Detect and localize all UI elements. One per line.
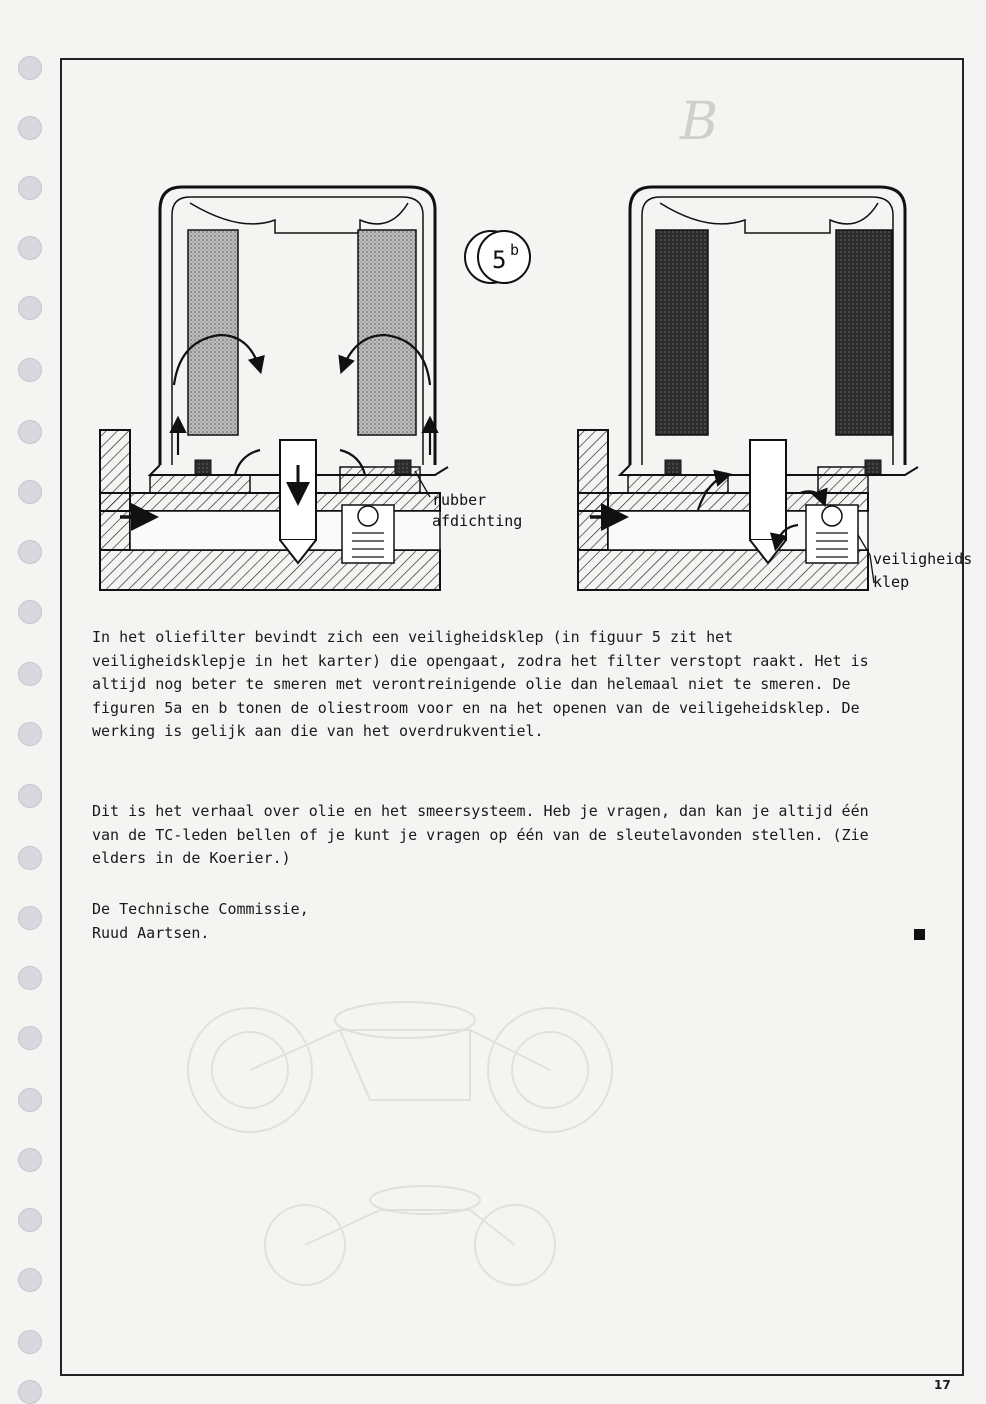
binder-hole [18,176,42,200]
body-paragraph-closing: Dit is het verhaal over olie en het smee… [92,802,869,867]
rubber-seal-label-line2: afdichting [432,512,522,530]
page-number: 17 [934,1378,951,1392]
body-paragraph-safety-valve: In het oliefilter bevindt zich een veili… [92,628,869,740]
filter-canister-5b [617,185,919,565]
binder-hole [18,1330,42,1354]
binder-hole [18,1208,42,1232]
binder-hole [18,906,42,930]
binder-hole [18,116,42,140]
oil-filter-figure: 5 a rubber afdichting [99,185,972,591]
binder-hole [18,966,42,990]
binder-hole [18,1268,42,1292]
binder-hole [18,296,42,320]
badge-5b-number: 5 [492,246,506,274]
filter-5b: 5 b veiligheids klep [477,185,972,591]
safety-valve-leader-line [857,534,875,584]
figure-badge-5b: 5 b [477,230,531,284]
binder-hole [18,1026,42,1050]
binder-hole [18,236,42,260]
binder-hole [18,480,42,504]
badge-5b-letter: b [510,241,519,259]
page-frame [60,58,964,1376]
end-of-article-mark [914,929,925,940]
binder-hole [18,600,42,624]
binder-hole [18,358,42,382]
binder-hole [18,1148,42,1172]
rubber-seal-leader-line [414,470,431,498]
safety-valve-label-line2: klep [873,573,909,591]
signature: De Technische Commissie, Ruud Aartsen. [92,900,309,942]
binder-hole [18,722,42,746]
oil-flow-arrows-5b [590,469,828,552]
binder-hole [18,846,42,870]
binder-hole [18,420,42,444]
binder-hole [18,540,42,564]
safety-valve-label-line1: veiligheids [873,550,972,568]
filter-canister-5a [147,185,449,565]
filter-5a: 5 a rubber afdichting [99,185,522,591]
oil-flow-arrows-5a [120,333,439,531]
binder-hole [18,662,42,686]
motorcycle-illustration-ghost [187,1001,613,1286]
binder-hole [18,56,42,80]
binder-hole [18,784,42,808]
bleed-through-script: B [680,92,719,152]
binder-hole [18,1380,42,1404]
binder-hole [18,1088,42,1112]
engine-housing-5b [577,429,869,591]
rubber-seal-label-line1: rubber [432,491,486,509]
